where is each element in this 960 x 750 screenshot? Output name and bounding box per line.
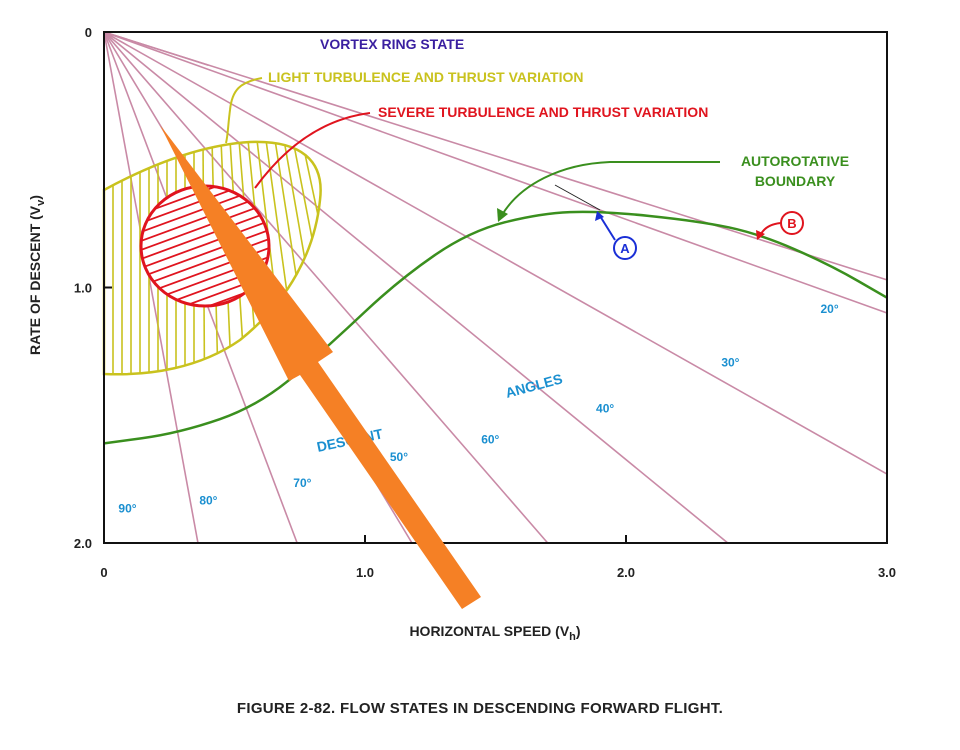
angle-label: 60°	[481, 432, 499, 446]
light-hatch-line	[338, 140, 407, 380]
light-hatch-line	[301, 141, 321, 375]
severe-turbulence-leader	[254, 112, 371, 189]
y-tick-label: 1.0	[74, 281, 92, 296]
x-tick-label: 2.0	[617, 565, 635, 580]
light-hatch-line	[329, 140, 394, 380]
x-axis-label: HORIZONTAL SPEED (Vh)	[409, 623, 580, 643]
autorotative-label: AUTOROTATIVE	[741, 153, 849, 169]
autorotative-boundary-curve	[103, 210, 888, 445]
x-tick-label: 1.0	[356, 565, 374, 580]
light-hatch-line	[356, 140, 434, 380]
arrowhead-icon	[497, 208, 508, 222]
descent-angle-line	[103, 31, 888, 314]
descent-angle-line	[103, 31, 199, 544]
descent-angle-line	[103, 31, 729, 544]
reference-segment	[554, 184, 601, 211]
light-hatch-line	[401, 140, 502, 380]
light-turbulence-label: LIGHT TURBULENCE AND THRUST VARIATION	[268, 69, 584, 85]
marker-a: A	[595, 211, 637, 260]
descent-angle-line	[103, 31, 888, 475]
axis-ticks	[103, 31, 888, 544]
angle-label: 70°	[293, 476, 311, 490]
figure-caption: FIGURE 2-82. FLOW STATES IN DESCENDING F…	[236, 700, 724, 717]
light-turbulence-leader	[225, 77, 263, 144]
descent-angle-line	[103, 31, 209, 66]
severe-turbulence-label: SEVERE TURBULENCE AND THRUST VARIATION	[378, 104, 708, 120]
marker-b: B	[756, 211, 804, 240]
angle-labels: 90° 80° 70° 50° 60° 40° 30° 20°	[118, 302, 838, 515]
severe-hatch-line	[141, 225, 269, 282]
y-tick-label: 2.0	[74, 536, 92, 551]
y-axis-label: RATE OF DESCENT (Vv)	[27, 195, 47, 355]
light-hatch-line	[374, 140, 461, 380]
svg-text:B: B	[787, 216, 796, 231]
severe-hatch-line	[141, 207, 269, 264]
light-hatch-line	[365, 140, 448, 380]
light-hatch-line	[437, 140, 556, 380]
angle-label: 50°	[390, 450, 408, 464]
severe-hatch-line	[141, 216, 269, 273]
descent-angle-line	[103, 31, 549, 544]
angle-label: 20°	[821, 302, 839, 316]
y-tick-label: 0	[85, 25, 92, 40]
light-turbulence-region	[102, 140, 322, 376]
overlay-arrow-icon	[160, 125, 481, 609]
severe-hatch-line	[141, 234, 269, 291]
angle-label: 40°	[596, 402, 614, 416]
autorotative-leader-arrow	[501, 161, 720, 216]
light-hatch-line	[455, 140, 583, 380]
x-tick-label: 3.0	[878, 565, 896, 580]
descent-angle-line	[103, 31, 888, 281]
descent-angle-lines	[103, 31, 888, 544]
light-hatch-line	[392, 140, 488, 380]
vortex-ring-state-label: VORTEX RING STATE	[320, 36, 464, 52]
angles-label: ANGLES	[504, 370, 564, 401]
svg-text:A: A	[620, 241, 630, 256]
boundary-label: BOUNDARY	[755, 173, 836, 189]
angle-label: 30°	[721, 356, 739, 370]
axis-tick-labels: 0 1.0 2.0 3.0 0 1.0 2.0	[74, 25, 896, 580]
angle-label: 90°	[118, 501, 136, 515]
x-tick-label: 0	[100, 565, 107, 580]
light-hatch-line	[419, 140, 529, 380]
angle-label: 80°	[199, 494, 217, 508]
